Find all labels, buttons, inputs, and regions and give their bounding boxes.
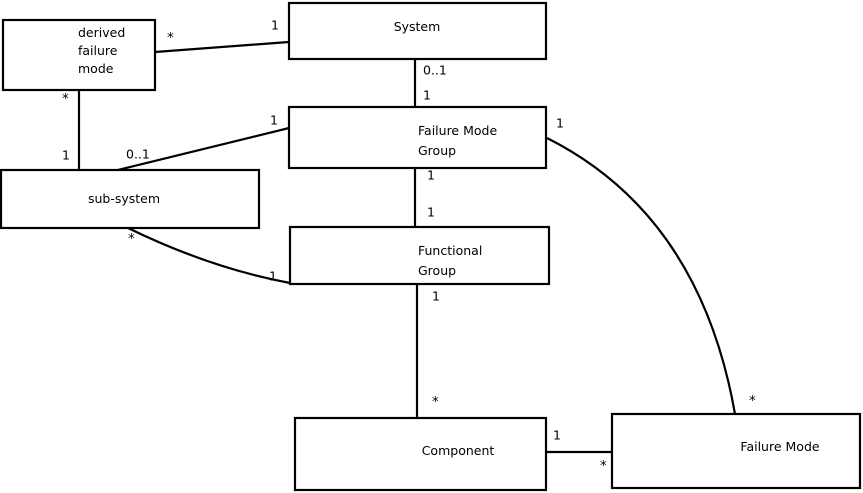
mult-system-group-zero-one: 0..1 <box>423 63 447 78</box>
mult-failure-mode-component-star: * <box>600 458 607 474</box>
class-box-outline-system[interactable] <box>287 1 548 61</box>
association-failure-mode-group-to-failure-mode <box>546 137 737 415</box>
mult-functional-component-one: 1 <box>432 289 440 304</box>
class-name-line: sub-system <box>88 191 160 206</box>
class-box-outline-failure-mode-group[interactable] <box>287 105 548 170</box>
class-name-system: System <box>394 19 441 34</box>
association-derived-failure-mode-to-system <box>154 40 290 54</box>
class-name-derived-failure-mode: derived failure mode <box>78 25 125 76</box>
class-name-line: System <box>394 19 441 34</box>
association-sub-system-to-functional-group <box>127 227 291 285</box>
mult-sub-system-functional-star: * <box>128 231 135 247</box>
mult-derived-failure-mode-system-star: * <box>167 30 174 46</box>
class-name-failure-mode: Failure Mode <box>740 439 819 454</box>
class-name-line: Failure Mode <box>418 123 497 138</box>
mult-component-failure-mode-one: 1 <box>553 428 561 443</box>
class-box-sub-system[interactable]: sub-system <box>0 168 261 230</box>
mult-functional-group-one: 1 <box>427 205 435 220</box>
class-box-system[interactable]: System <box>287 1 548 61</box>
class-name-component: Component <box>422 443 495 458</box>
mult-sub-system-derived-one: 1 <box>62 148 70 163</box>
edges-layer <box>77 40 737 454</box>
class-name-line: Functional <box>418 243 482 258</box>
class-box-outline-failure-mode[interactable] <box>610 412 862 490</box>
class-name-line: Failure Mode <box>740 439 819 454</box>
class-name-line: mode <box>78 61 114 76</box>
class-name-line: Group <box>418 263 456 278</box>
class-box-derived-failure-mode[interactable]: derived failure mode <box>1 18 157 92</box>
mult-group-system-one: 1 <box>423 88 431 103</box>
multiplicity-labels-layer: * 1 0..1 1 * 1 1 0..1 1 1 * 1 1 * 1 * 1 * <box>62 18 756 475</box>
mult-component-functional-star: * <box>432 394 439 410</box>
mult-functional-sub-system-one: 1 <box>269 269 277 284</box>
association-failure-mode-group-to-sub-system <box>117 126 290 172</box>
class-box-outline-functional-group[interactable] <box>288 225 551 286</box>
class-box-outline-component[interactable] <box>293 416 548 492</box>
mult-sub-system-group-zero-one: 0..1 <box>126 147 150 162</box>
class-name-line: Component <box>422 443 495 458</box>
mult-derived-sub-system-star: * <box>62 91 69 107</box>
class-box-outline-sub-system[interactable] <box>0 168 261 230</box>
mult-group-failure-mode-one: 1 <box>556 116 564 131</box>
class-name-line: derived <box>78 25 125 40</box>
class-box-component[interactable]: Component <box>293 416 548 492</box>
class-box-failure-mode[interactable]: Failure Mode <box>610 412 862 490</box>
mult-failure-mode-group-star: * <box>749 393 756 409</box>
class-name-line: failure <box>78 43 118 58</box>
class-box-outline-derived-failure-mode[interactable] <box>1 18 157 92</box>
mult-system-derived-failure-mode-one: 1 <box>271 18 279 33</box>
class-name-line: Group <box>418 143 456 158</box>
mult-group-sub-system-one: 1 <box>270 113 278 128</box>
class-name-sub-system: sub-system <box>88 191 160 206</box>
mult-group-functional-one: 1 <box>427 168 435 183</box>
